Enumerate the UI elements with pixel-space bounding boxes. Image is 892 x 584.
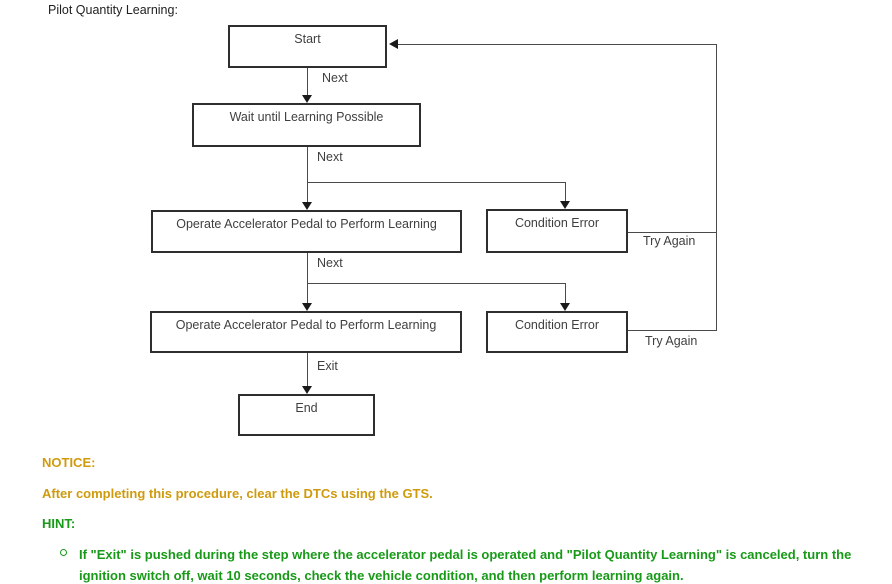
connector-branch1-left [307,182,308,203]
hint-heading: HINT: [42,516,76,531]
flow-node-operate-2: Operate Accelerator Pedal to Perform Lea… [150,311,462,353]
edge-label-try-again-1: Try Again [643,234,696,248]
connector-branch2-left [307,283,308,304]
edge-label-try-again-2: Try Again [645,334,698,348]
flow-node-condition-error-2: Condition Error [486,311,628,353]
arrow-left-icon [389,39,398,49]
notice-heading: NOTICE: [42,455,96,470]
connector-branch2-right [565,283,566,304]
notice-body: After completing this procedure, clear t… [42,486,433,501]
bullet-circle-icon [60,549,67,556]
edge-label-next-3: Next [317,256,343,270]
flow-node-operate-1: Operate Accelerator Pedal to Perform Lea… [151,210,462,253]
connector-branch-2 [307,283,566,284]
arrow-down-icon [302,202,312,210]
flow-node-wait: Wait until Learning Possible [192,103,421,147]
arrow-down-icon [560,303,570,311]
connector-operate1-branch [307,253,308,283]
arrow-down-icon [560,201,570,209]
arrow-down-icon [302,386,312,394]
connector-cond2-loop [628,330,716,331]
connector-start-wait [307,68,308,96]
connector-cond1-loop [628,232,716,233]
edge-label-next-1: Next [322,71,348,85]
edge-label-exit: Exit [317,359,338,373]
hint-item: If "Exit" is pushed during the step wher… [79,547,852,583]
arrow-down-icon [302,95,312,103]
connector-operate2-end [307,353,308,387]
arrow-down-icon [302,303,312,311]
flow-node-end: End [238,394,375,436]
page-title: Pilot Quantity Learning: [48,3,178,17]
connector-branch-1 [307,182,566,183]
connector-loop-vertical [716,44,717,331]
connector-loop-top [398,44,716,45]
connector-branch1-right [565,182,566,202]
flow-node-condition-error-1: Condition Error [486,209,628,253]
flow-node-start: Start [228,25,387,68]
connector-wait-branch [307,147,308,182]
edge-label-next-2: Next [317,150,343,164]
